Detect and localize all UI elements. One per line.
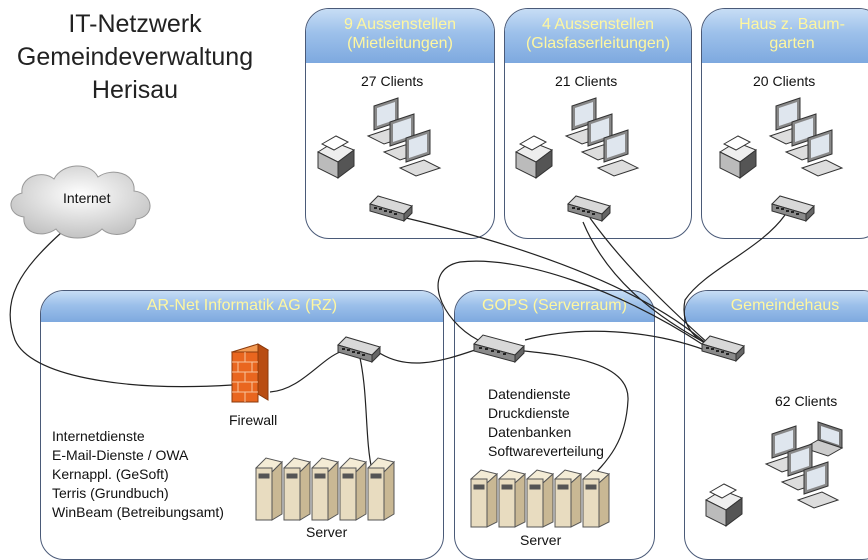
service-item: Druckdienste xyxy=(488,405,570,421)
wire-rz-gops xyxy=(374,349,476,364)
client-count: 27 Clients xyxy=(361,73,424,89)
site-header: 4 Aussenstellen (Glasfaserleitungen) xyxy=(505,9,691,63)
printer-icon xyxy=(704,483,744,527)
wire-gops-server xyxy=(514,349,629,486)
title-line-3: Herisau xyxy=(91,76,179,104)
service-item: Internetdienste xyxy=(52,428,145,444)
client-count: 20 Clients xyxy=(753,73,816,89)
monitor-icon xyxy=(764,425,840,509)
firewall-label: Firewall xyxy=(229,412,278,428)
site-header: 9 Aussenstellen (Mietleitungen) xyxy=(306,9,494,63)
service-item: Datendienste xyxy=(488,386,571,402)
site-header: Haus z. Baum- garten xyxy=(702,9,868,63)
site-aussenstellen-9: 9 Aussenstellen (Mietleitungen) 27 Clien… xyxy=(305,8,495,239)
wire-rz-switch-server xyxy=(359,357,373,471)
diagram-title: IT-Netzwerk Gemeindeverwaltung Herisau xyxy=(0,8,270,107)
site-ar-net-rz: AR-Net Informatik AG (RZ) xyxy=(40,290,444,560)
printer-icon xyxy=(514,135,554,179)
wire-internet-firewall xyxy=(9,231,233,388)
service-item: Datenbanken xyxy=(488,424,572,440)
monitor-icon xyxy=(768,97,844,177)
switch-icon xyxy=(771,195,815,222)
wire-aussen4-gemeindehaus-b xyxy=(582,221,716,349)
switch-icon xyxy=(701,335,745,362)
server-icon xyxy=(469,469,611,528)
service-item: Kernappl. (GeSoft) xyxy=(52,466,169,482)
monitor-icon xyxy=(366,97,442,177)
wire-firewall-switch xyxy=(269,351,341,393)
internet-label: Internet xyxy=(63,190,111,206)
client-count: 21 Clients xyxy=(555,73,618,89)
wire-haus-gemeindehaus xyxy=(683,214,786,347)
site-header: AR-Net Informatik AG (RZ) xyxy=(41,291,443,322)
client-count: 62 Clients xyxy=(775,393,838,409)
site-header: GOPS (Serverraum) xyxy=(455,291,654,322)
monitor-icon xyxy=(564,97,640,177)
wire-aussen4-gemeindehaus-a xyxy=(589,217,711,346)
switch-icon xyxy=(473,334,525,363)
client-workstations-haus xyxy=(718,97,844,179)
cloud-icon xyxy=(10,165,151,239)
service-item: Terris (Grundbuch) xyxy=(52,485,169,501)
wire-gops-gemeindehaus xyxy=(524,330,706,351)
server-label: Server xyxy=(306,524,348,540)
title-line-2: Gemeindeverwaltung xyxy=(16,43,254,71)
site-header: Gemeindehaus xyxy=(685,291,868,322)
gops-service-list: Datendienste Druckdienste Datenbanken So… xyxy=(488,385,604,461)
wire-aussen9-gemeindehaus xyxy=(405,217,709,346)
switch-icon xyxy=(337,336,381,363)
client-workstations-gemeindehaus xyxy=(704,421,844,527)
service-item: Softwareverteilung xyxy=(488,443,604,459)
client-workstations-aussen4 xyxy=(514,97,640,179)
rz-service-list: Internetdienste E-Mail-Dienste / OWA Ker… xyxy=(52,427,224,522)
client-workstations-aussen9 xyxy=(316,97,442,179)
switch-icon xyxy=(369,195,413,222)
printer-icon xyxy=(316,135,356,179)
wire-gops-loop xyxy=(437,260,706,347)
server-label: Server xyxy=(520,532,562,548)
title-line-1: IT-Netzwerk xyxy=(68,10,202,38)
switch-icon xyxy=(567,195,611,222)
printer-icon xyxy=(718,135,758,179)
service-item: WinBeam (Betreibungsamt) xyxy=(52,504,224,520)
server-icon xyxy=(255,457,395,521)
firewall-icon xyxy=(230,343,270,403)
laptop-icon xyxy=(802,421,844,457)
service-item: E-Mail-Dienste / OWA xyxy=(52,447,189,463)
